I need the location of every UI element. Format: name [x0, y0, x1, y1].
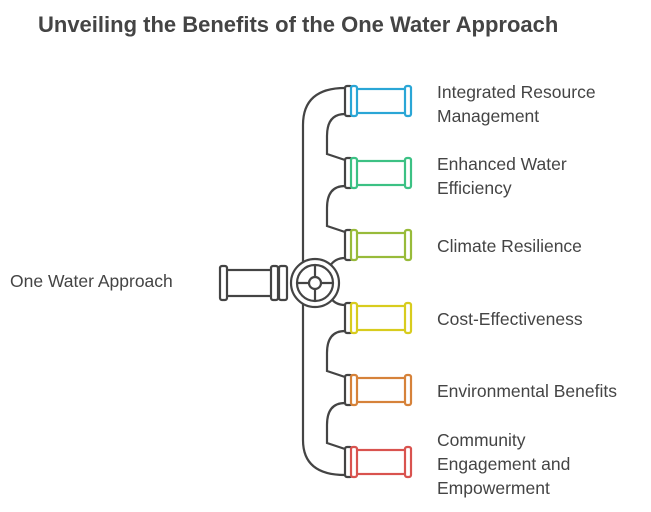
branch-pipe-body [354, 448, 408, 476]
inlet-pipe-body [224, 268, 274, 298]
branch-pipe-body [354, 376, 408, 404]
branch-pipe-body [354, 304, 408, 332]
main-pipe-outer-top [301, 86, 346, 262]
joint-line [325, 112, 346, 162]
branch-end-flange [403, 84, 413, 118]
branch-pipe-body [354, 87, 408, 115]
branch-flange [349, 156, 359, 190]
inlet-flange [277, 264, 289, 302]
branch-flange [349, 84, 359, 118]
branch-label: Community Engagement and Empowerment [437, 430, 571, 498]
branch-pipe-body [354, 231, 408, 259]
valve-hub [307, 275, 323, 291]
branch-end-flange [403, 445, 413, 479]
branch-flange [349, 228, 359, 262]
inlet-flange [269, 264, 280, 302]
branch-label: Climate Resilience [437, 236, 582, 256]
inlet-flange [218, 264, 229, 302]
branch-label: Integrated Resource Management [437, 82, 596, 126]
branch-end-flange [403, 228, 413, 262]
branch-end-flange [403, 373, 413, 407]
branch-flange [349, 301, 359, 335]
branch-flange [349, 373, 359, 407]
branch-label: Enhanced Water Efficiency [437, 154, 567, 198]
branch-end-flange [403, 156, 413, 190]
source-label: One Water Approach [10, 271, 173, 291]
branch-end-flange [403, 301, 413, 335]
branch-label: Cost-Effectiveness [437, 309, 583, 329]
joint-line [325, 184, 346, 234]
joint-line [325, 329, 346, 379]
branch-flange [349, 445, 359, 479]
branch-pipe-body [354, 159, 408, 187]
diagram-title: Unveiling the Benefits of the One Water … [38, 12, 559, 37]
main-pipe-outer-bottom [301, 304, 346, 477]
branch-label: Environmental Benefits [437, 381, 617, 401]
joint-line [325, 401, 346, 451]
